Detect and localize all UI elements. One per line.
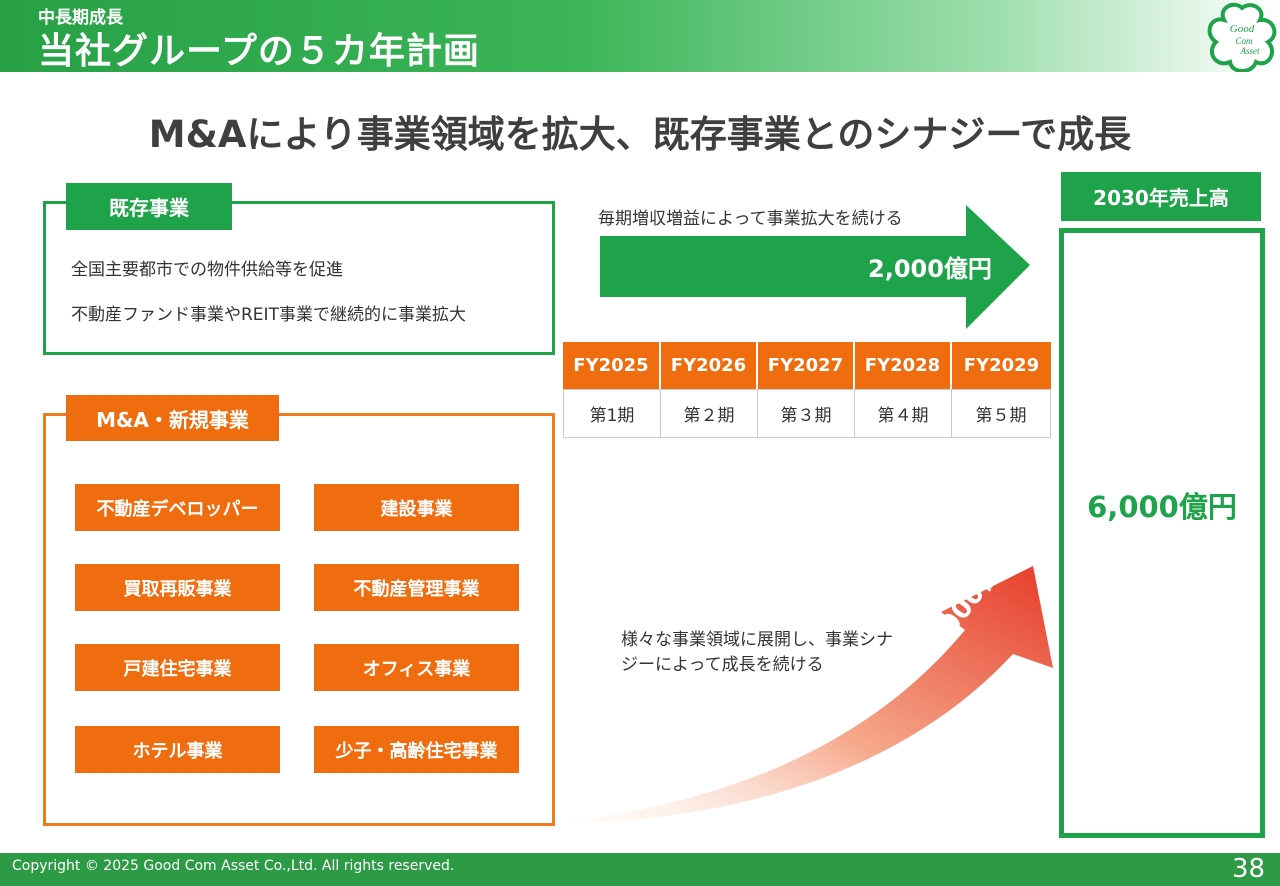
ma-item-senior-housing: 少子・高齢住宅事業 [314, 726, 519, 773]
arrow-top-caption: 毎期増収増益によって事業拡大を続ける [598, 209, 903, 229]
ma-business-label: M&A・新規事業 [66, 395, 279, 441]
fy-period: 第５期 [951, 389, 1051, 438]
existing-business-label: 既存事業 [66, 183, 232, 230]
ma-item-property-management: 不動産管理事業 [314, 564, 519, 611]
ma-item-construction: 建設事業 [314, 484, 519, 531]
ma-item-developer: 不動産デベロッパー [75, 484, 280, 531]
logo-text-asset: Asset [1240, 46, 1260, 56]
logo-text-good: Good [1230, 23, 1255, 35]
fy-table: FY2025 FY2026 FY2027 FY2028 FY2029 第1期 第… [563, 342, 1051, 438]
existing-line-1: 全国主要都市での物件供給等を促進 [71, 260, 343, 280]
arrow-top-amount: 2,000億円 [868, 255, 992, 283]
target-amount: 6,000億円 [1087, 490, 1237, 524]
section-subtitle: 中長期成長 [38, 8, 123, 28]
growth-arrow-icon [600, 205, 1030, 329]
curved-growth-arrow-icon [570, 566, 1053, 824]
fy-period: 第３期 [757, 389, 855, 438]
fy-header: FY2025 [563, 342, 661, 389]
existing-line-2: 不動産ファンド事業やREIT事業で継続的に事業拡大 [71, 305, 466, 325]
logo-text-com: Com [1235, 36, 1253, 46]
curved-caption-line-2: ジーによって成長を続ける [621, 655, 824, 675]
ma-item-office: オフィス事業 [314, 644, 519, 691]
target-label: 2030年売上高 [1061, 172, 1261, 221]
company-logo: Good Com Asset [1207, 2, 1277, 72]
fy-header: FY2026 [661, 342, 758, 389]
headline: M&Aにより事業領域を拡大、既存事業とのシナジーで成長 [148, 113, 1132, 156]
fy-period: 第1期 [563, 389, 661, 438]
copyright-text: Copyright © 2025 Good Com Asset Co.,Ltd.… [12, 858, 455, 874]
existing-business-box [43, 201, 555, 355]
fy-header: FY2029 [952, 342, 1051, 389]
fy-header: FY2027 [758, 342, 855, 389]
page-title: 当社グループの５カ年計画 [38, 31, 480, 72]
page-number: 38 [1232, 854, 1266, 884]
fy-period: 第４期 [854, 389, 952, 438]
fy-header: FY2028 [855, 342, 952, 389]
ma-item-hotel: ホテル事業 [75, 726, 280, 773]
curved-caption-line-1: 様々な事業領域に展開し、事業シナ [621, 630, 893, 650]
fy-period: 第２期 [660, 389, 758, 438]
footer-bar [0, 853, 1280, 886]
header-bar [0, 0, 1280, 72]
ma-business-box [43, 413, 555, 826]
target-box [1059, 228, 1265, 838]
ma-item-detached-housing: 戸建住宅事業 [75, 644, 280, 691]
ma-item-resale: 買取再販事業 [75, 564, 280, 611]
